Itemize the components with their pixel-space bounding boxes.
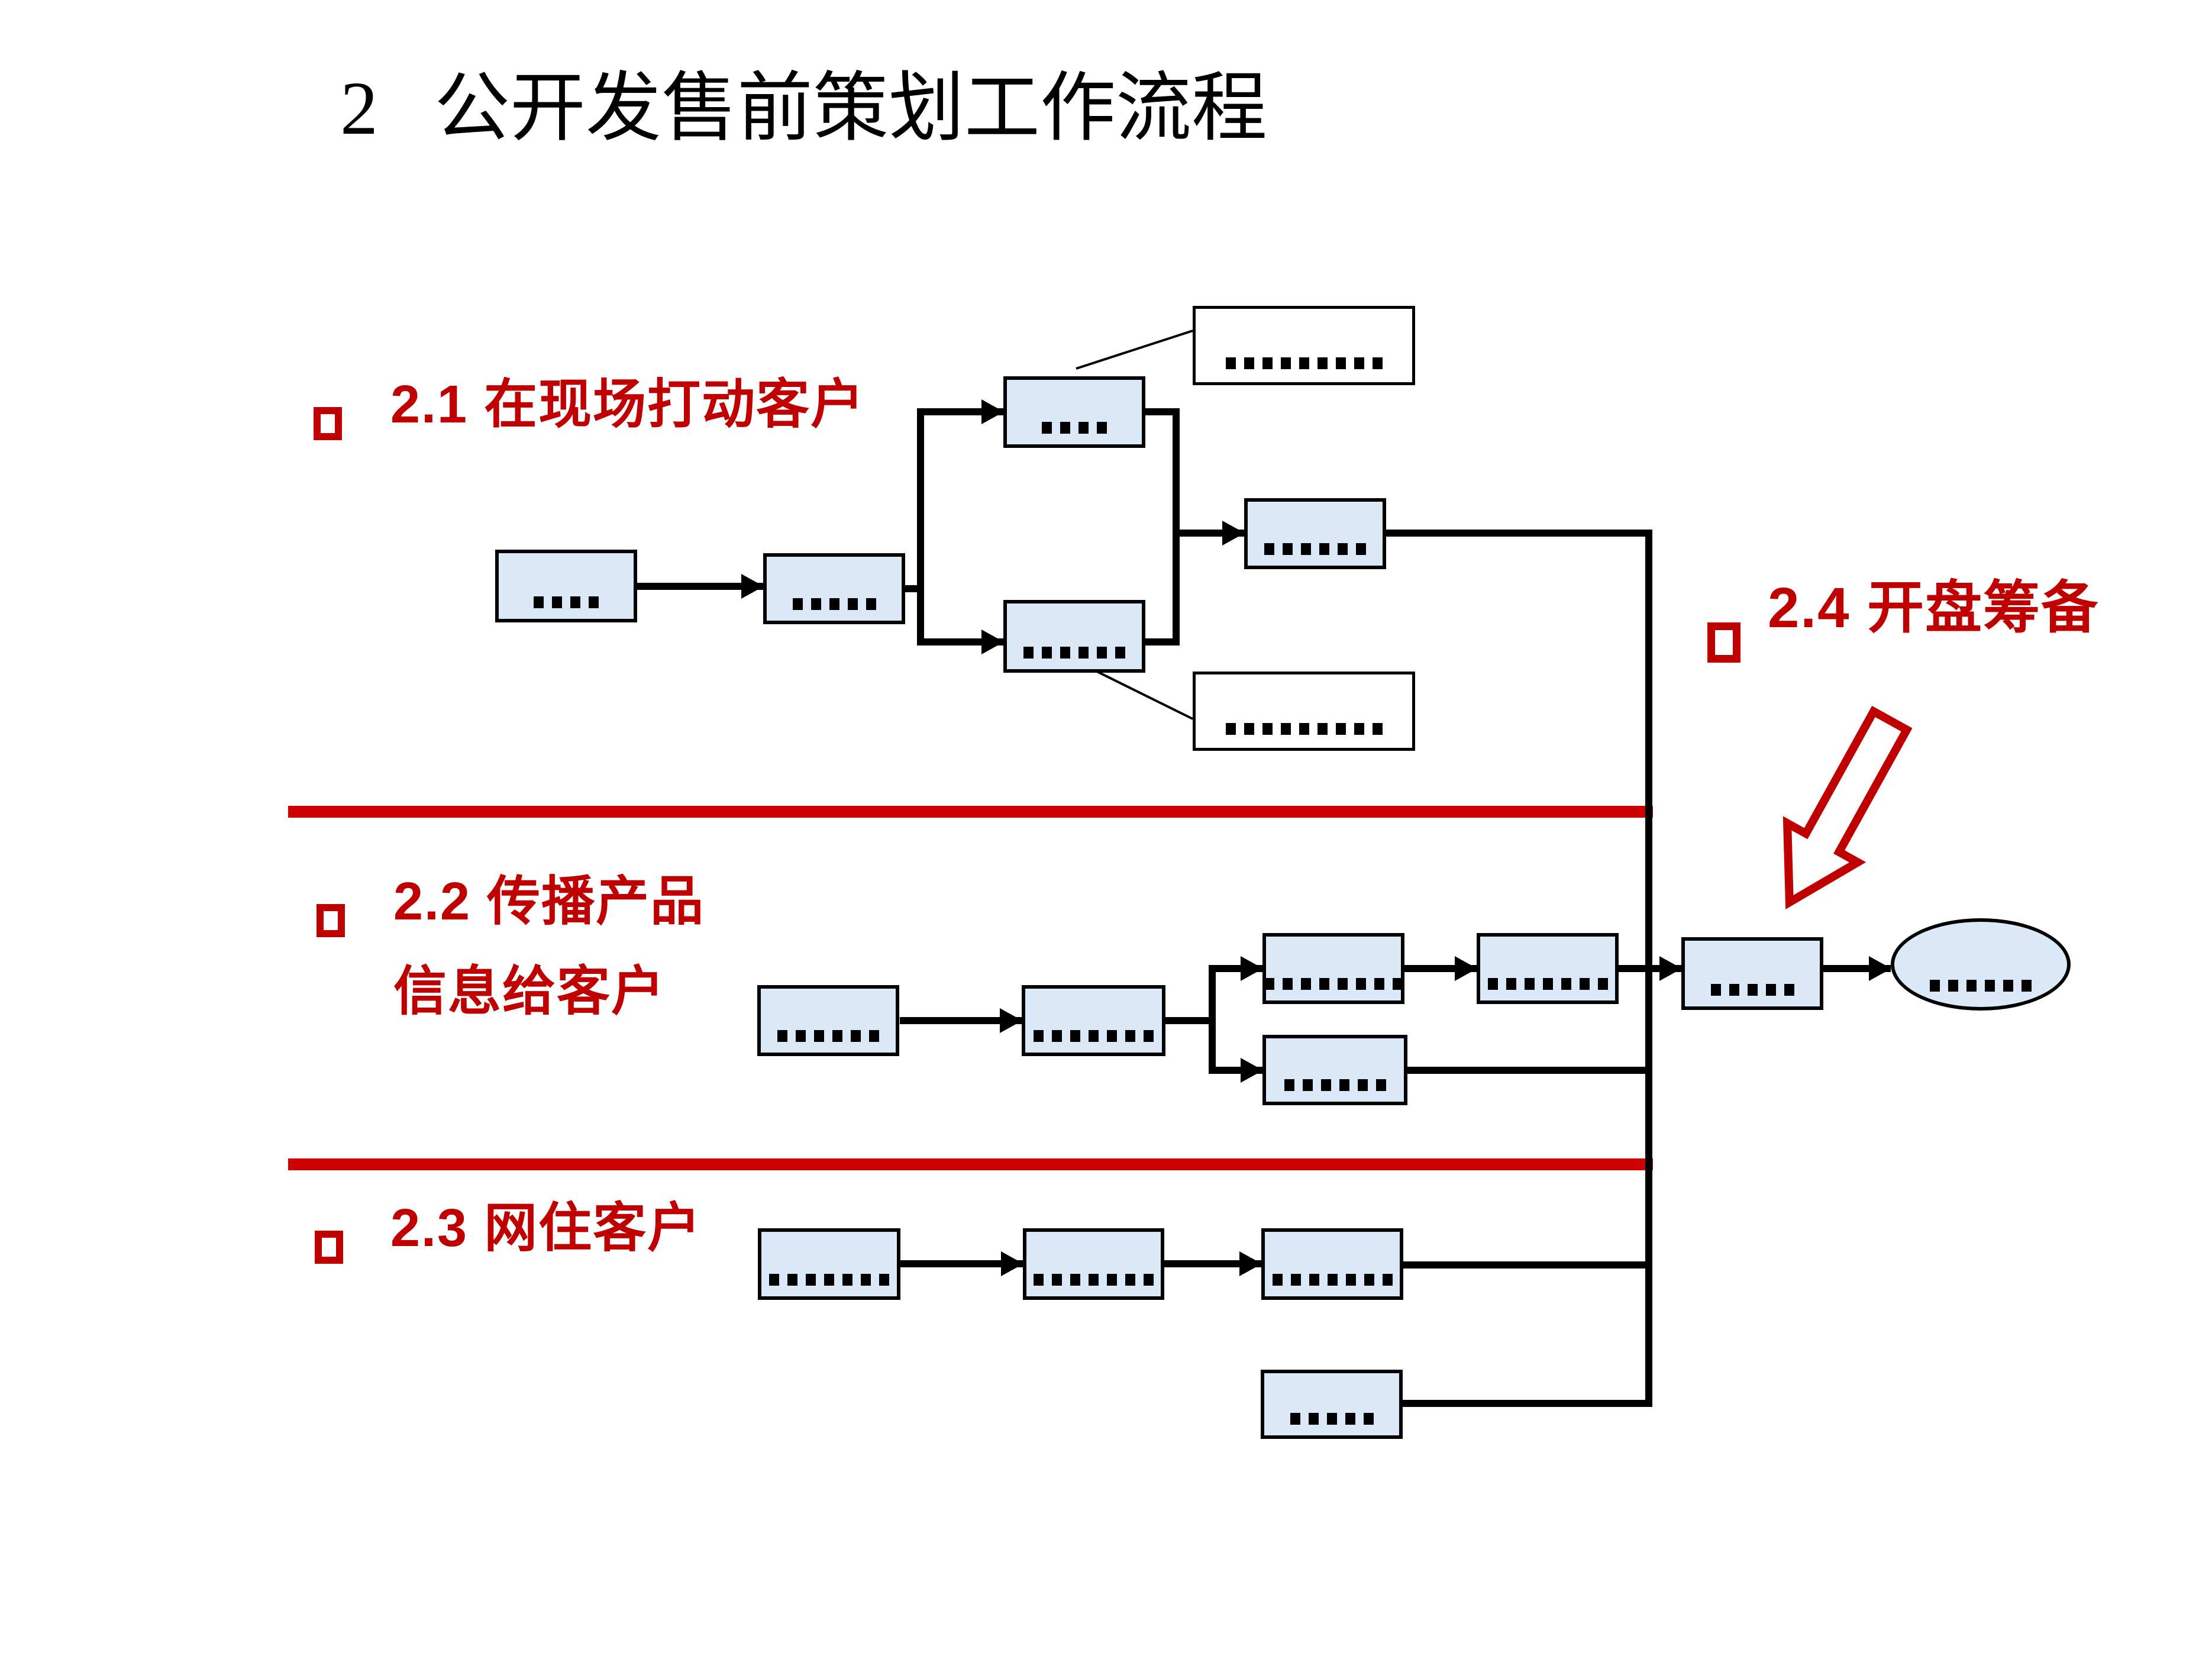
bullet-square-icon-2-3 <box>315 1231 343 1264</box>
dots-placeholder-label <box>769 1274 889 1286</box>
flow-box-c <box>1003 376 1145 448</box>
flow-box-a <box>495 550 637 622</box>
section-label-2-2: 2.2 传播产品 信息给客户 <box>393 857 705 1037</box>
flow-box-i <box>1262 1035 1407 1105</box>
flow-box-n <box>1261 1228 1403 1300</box>
section-label-line: 2.2 传播产品 <box>393 872 705 931</box>
flow-box-e <box>1244 498 1386 569</box>
dots-placeholder-label <box>1930 980 2032 992</box>
pointer-line-top <box>1076 330 1193 370</box>
flow-box-b <box>763 553 905 624</box>
dots-placeholder-label <box>1034 1030 1154 1042</box>
flow-box-f <box>757 985 899 1056</box>
dots-placeholder-label <box>1042 422 1107 434</box>
dots-placeholder-label <box>1264 543 1366 555</box>
section-divider-2 <box>288 1158 1653 1170</box>
block-arrow-down-left-icon <box>1782 705 1913 910</box>
flow-box-j <box>1477 933 1619 1004</box>
section-label-line: 2.3 网住客户 <box>390 1199 702 1258</box>
dots-placeholder-label <box>777 1030 879 1042</box>
dots-placeholder-label <box>792 598 876 610</box>
flow-box-o <box>1261 1370 1403 1439</box>
bullet-square-icon-2-1 <box>314 407 342 440</box>
bullet-square-icon-2-4 <box>1707 622 1740 663</box>
section-label-2-3: 2.3 网住客户 <box>390 1183 702 1273</box>
section-label-line: 2.4 开盘筹备 <box>1768 576 2100 640</box>
dots-placeholder-label <box>534 596 599 608</box>
bullet-square-icon-2-2 <box>317 904 345 937</box>
section-label-line: 信息给客户 <box>393 962 666 1021</box>
dots-placeholder-label <box>1023 647 1125 659</box>
page-title: 2 公开发售前策划工作流程 <box>340 59 1267 157</box>
dots-placeholder-label <box>1264 978 1403 990</box>
flow-box-h <box>1262 933 1404 1004</box>
dots-placeholder-label <box>1034 1274 1154 1286</box>
flow-box-k <box>1681 937 1823 1010</box>
dots-placeholder-label <box>1710 984 1794 996</box>
callout-bottom <box>1193 672 1415 751</box>
title-text: 公开发售前策划工作流程 <box>434 66 1268 150</box>
dots-placeholder-label <box>1290 1413 1374 1425</box>
flow-box-d <box>1003 600 1145 673</box>
dots-placeholder-label <box>1225 723 1383 735</box>
flow-box-m <box>1023 1228 1164 1300</box>
dots-placeholder-label <box>1225 357 1383 369</box>
title-number: 2 <box>340 66 378 150</box>
flow-ellipse-end <box>1891 918 2071 1011</box>
dots-placeholder-label <box>1487 978 1608 990</box>
flow-box-g <box>1022 985 1165 1056</box>
dots-placeholder-label <box>1272 1274 1393 1286</box>
flow-box-l <box>758 1228 900 1300</box>
section-label-2-4: 2.4 开盘筹备 <box>1768 563 2099 653</box>
section-divider-1 <box>288 806 1653 818</box>
section-label-2-1: 2.1 在现场打动客户 <box>390 360 865 450</box>
callout-top <box>1193 306 1415 385</box>
dots-placeholder-label <box>1284 1079 1386 1091</box>
pointer-line-bottom <box>1081 663 1193 720</box>
section-label-line: 2.1 在现场打动客户 <box>390 375 866 434</box>
